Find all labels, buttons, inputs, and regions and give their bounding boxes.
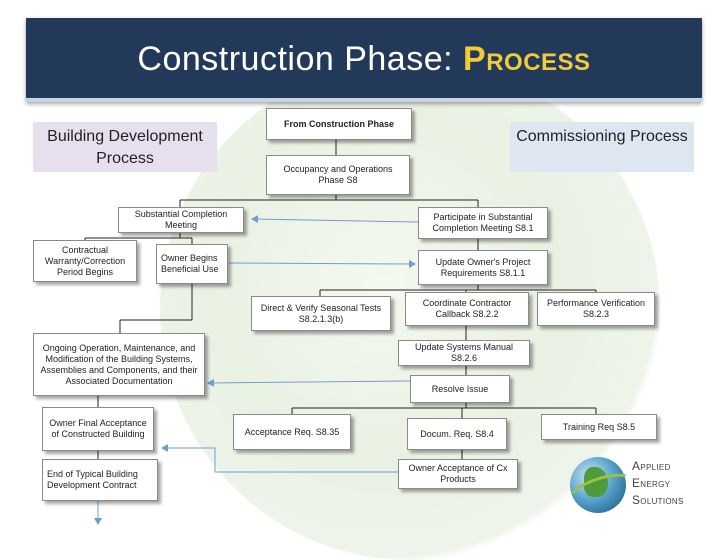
building-development-label: Building Development Process — [33, 122, 217, 172]
logo-line-solutions: Solutions — [632, 493, 684, 507]
title-bar: Construction Phase: Process — [26, 18, 702, 102]
connector-lines — [84, 140, 597, 525]
cross-arrows — [94, 215, 419, 525]
logo-line-applied: Applied — [632, 459, 671, 473]
occupancy-box: Occupancy and Operations Phase S8 — [266, 155, 410, 195]
tree-connectors — [84, 140, 597, 459]
update-opr-box: Update Owner's Project Requirements S8.1… — [418, 250, 548, 285]
training-req-box: Training Req S8.5 — [541, 414, 657, 440]
end-typical-box: End of Typical Building Development Cont… — [42, 459, 158, 501]
logo-text: Applied Energy Solutions — [632, 458, 684, 509]
globe-icon — [563, 457, 639, 516]
applied-energy-solutions-logo: Applied Energy Solutions — [563, 455, 700, 516]
commissioning-process-label: Commissioning Process — [510, 122, 694, 172]
contractual-box: Contractual Warranty/Correction Period B… — [33, 240, 137, 282]
from-construction-box: From Construction Phase — [266, 108, 412, 140]
logo-line-energy: Energy — [632, 476, 671, 490]
owner-begins-box: Owner Begins Beneficial Use — [156, 244, 228, 284]
coordinate-box: Coordinate Contractor Callback S8.2.2 — [405, 292, 529, 326]
ongoing-box: Ongoing Operation, Maintenance, and Modi… — [33, 333, 205, 396]
substantial-completion-box: Substantial Completion Meeting — [118, 207, 244, 233]
resolve-issue-box: Resolve Issue — [410, 375, 510, 403]
page-title: Construction Phase: Process — [26, 40, 702, 79]
title-main: Construction Phase: — [137, 40, 464, 78]
acceptance-req-box: Acceptance Req. S8.35 — [233, 414, 351, 450]
owner-acceptance-cx-box: Owner Acceptance of Cx Products — [398, 459, 518, 489]
docum-req-box: Docum. Req. S8.4 — [407, 418, 507, 450]
owner-final-box: Owner Final Acceptance of Constructed Bu… — [42, 407, 154, 451]
participate-box: Participate in Substantial Completion Me… — [418, 207, 548, 239]
performance-box: Performance Verification S8.2.3 — [537, 292, 655, 326]
direct-verify-box: Direct & Verify Seasonal Tests S8.2.1.3(… — [251, 296, 391, 331]
update-manual-box: Update Systems Manual S8.2.6 — [398, 340, 530, 366]
title-accent: Process — [463, 40, 591, 78]
